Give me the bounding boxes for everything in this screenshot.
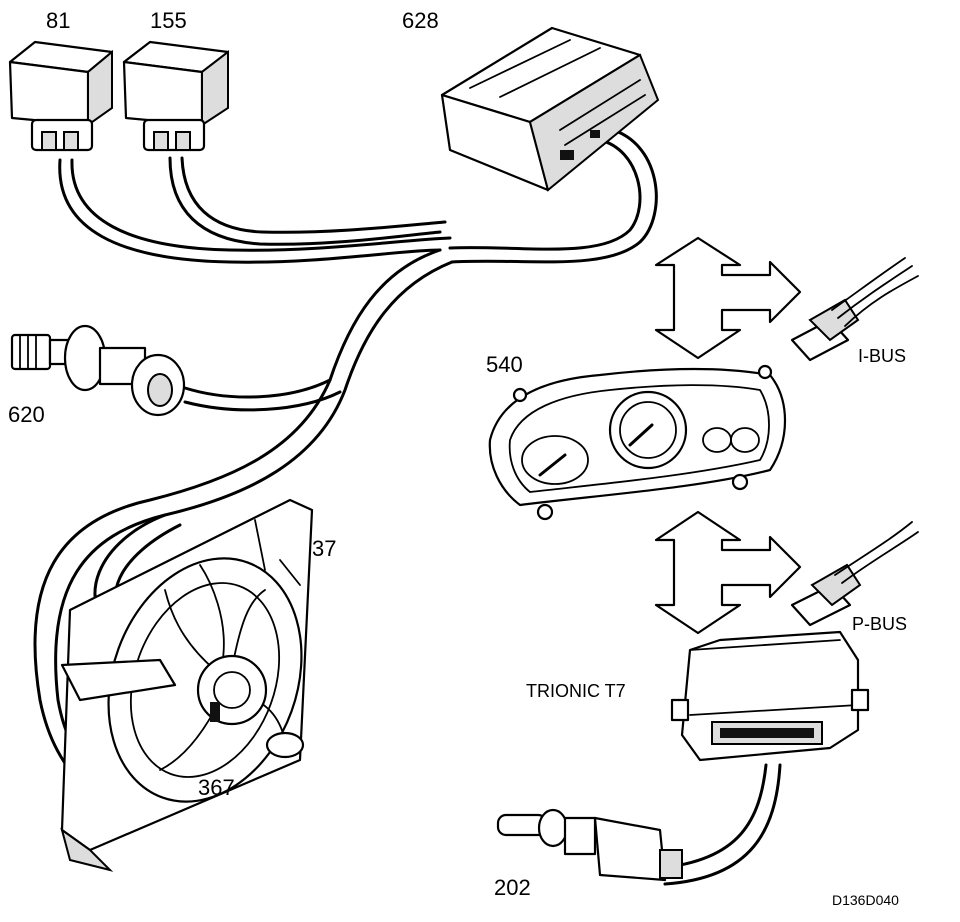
label-155: 155 [150,8,187,33]
label-81: 81 [46,8,70,33]
ecu-trionic-t7 [670,630,870,762]
label-367: 367 [198,775,235,800]
label-620: 620 [8,402,45,427]
i-bus-arrow [654,236,802,360]
relay-155 [122,40,230,152]
cooling-fan-37 [60,498,314,872]
relay-81 [8,40,114,152]
sensor-620 [10,324,186,417]
control-module-628 [440,26,660,192]
instrument-cluster-540 [488,364,786,521]
label-trionic-t7: TRIONIC T7 [526,681,626,701]
i-bus-connector [790,257,919,362]
label-p-bus: P-BUS [852,614,907,634]
label-202: 202 [494,875,531,900]
p-bus-connector [790,521,919,627]
p-bus-arrow [654,510,802,635]
drawing-code: D136D040 [832,892,899,908]
wiring-harness [33,126,782,886]
temp-sensor-202 [496,808,683,882]
label-540: 540 [486,352,523,377]
label-i-bus: I-BUS [858,346,906,366]
label-628: 628 [402,8,439,33]
label-37: 37 [312,536,336,561]
